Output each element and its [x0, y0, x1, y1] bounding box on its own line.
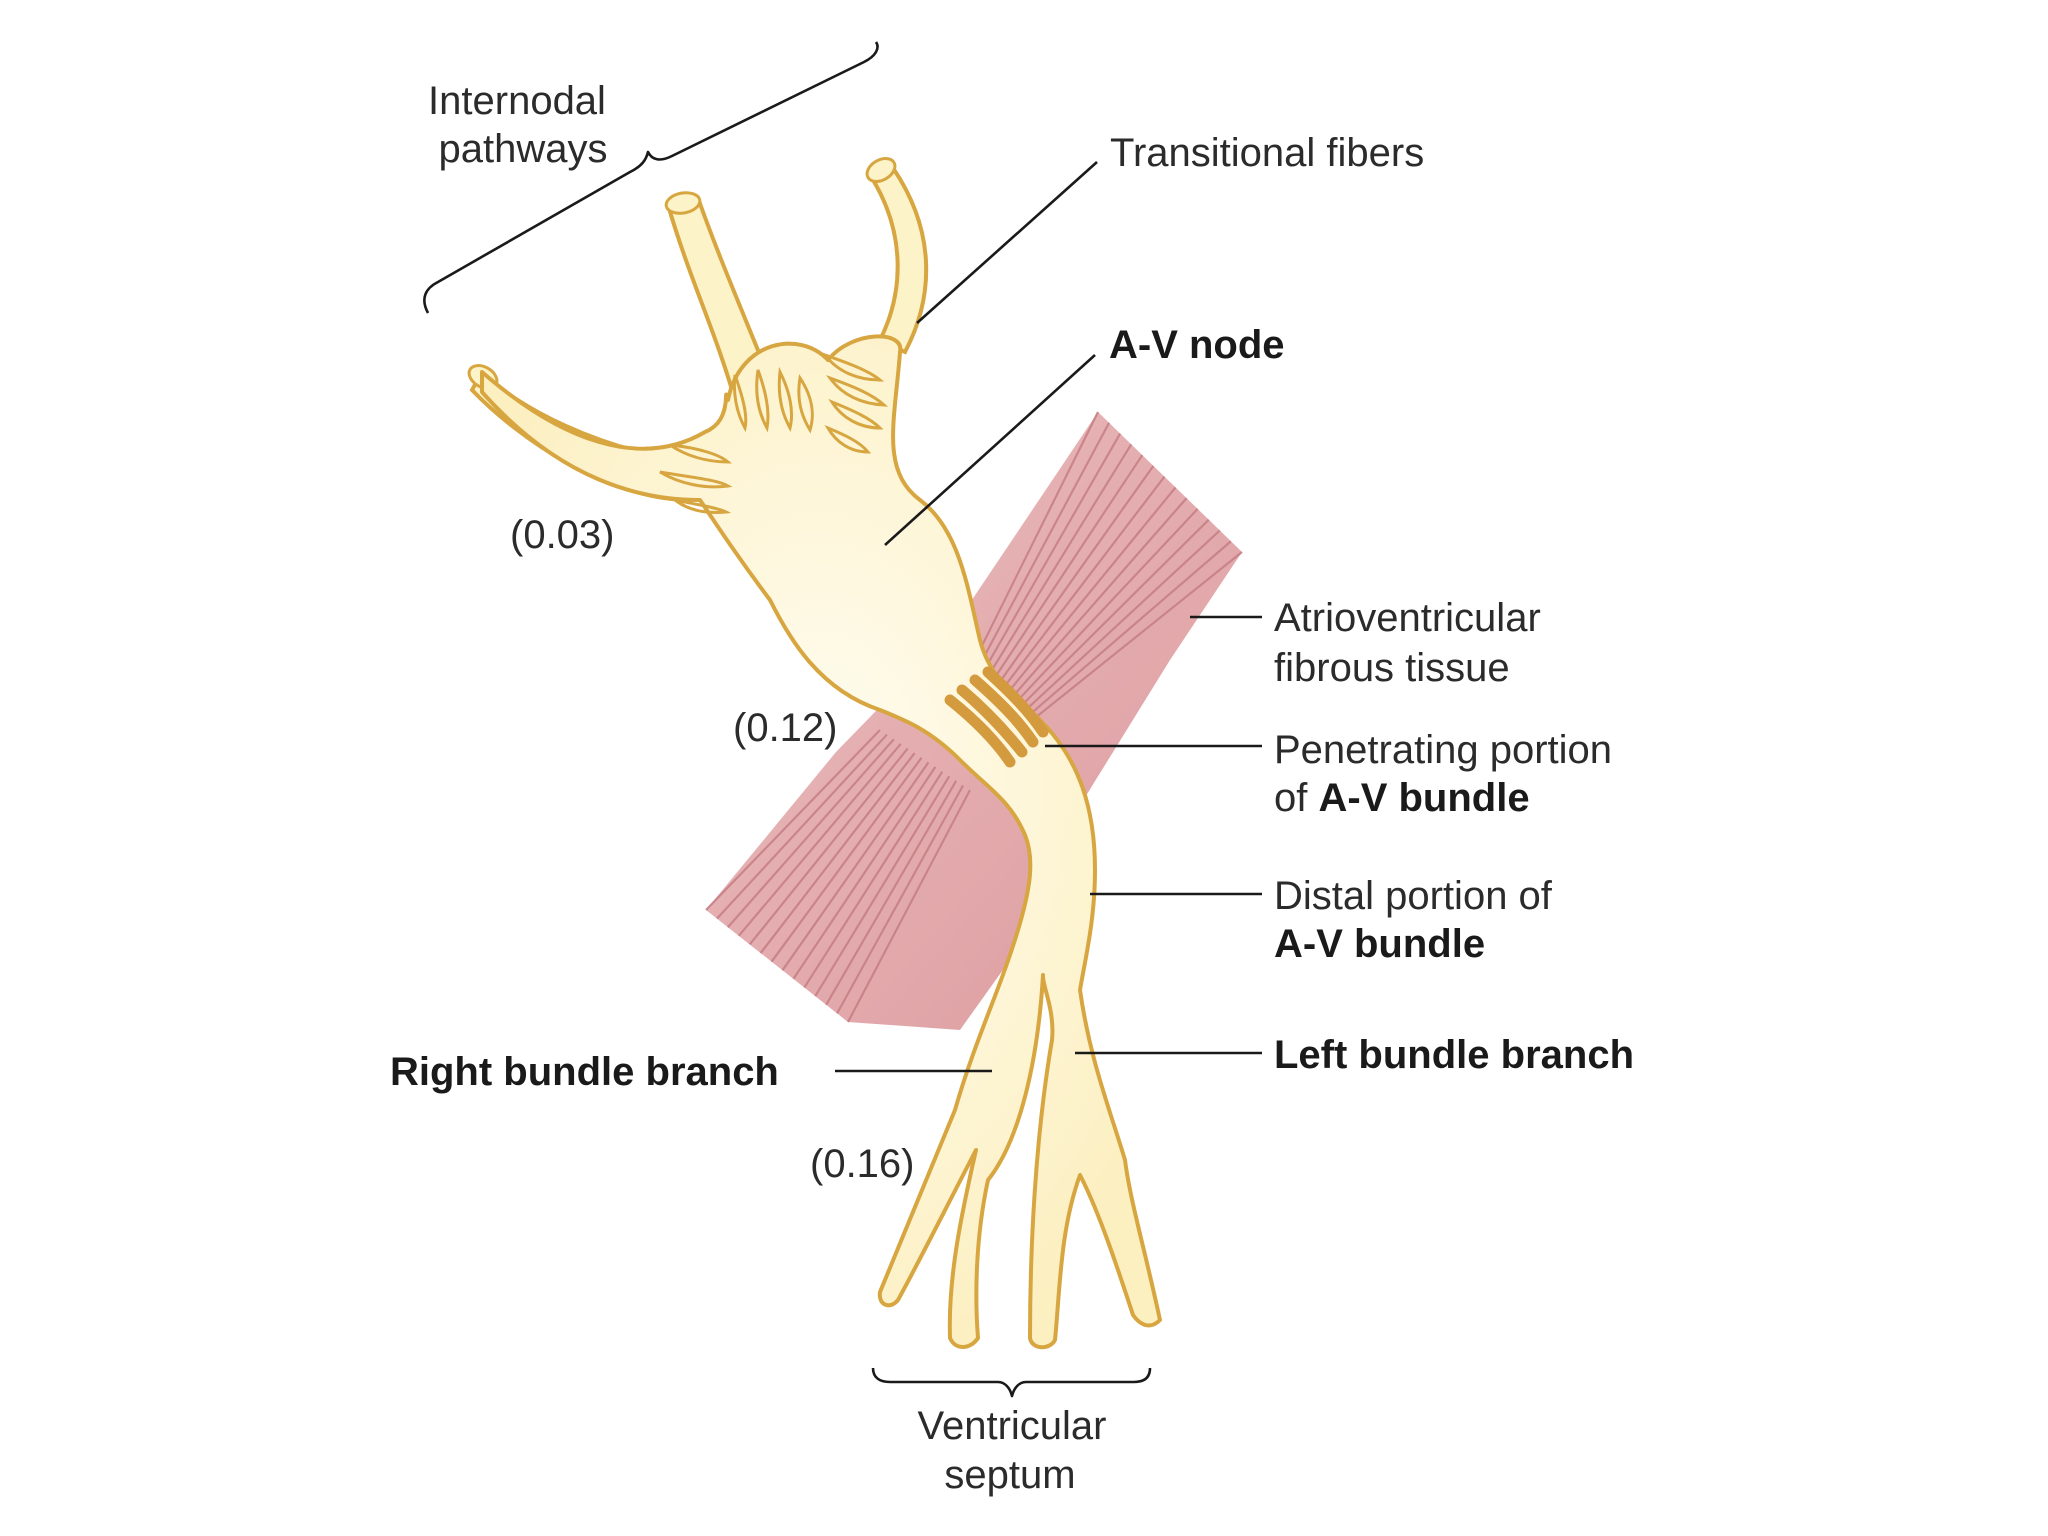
muscle-fiber-line [814, 775, 951, 997]
label-distal-portion-line1: Distal portion of [1274, 874, 1553, 918]
label-fibrous-tissue-line1: Atrioventricular [1274, 596, 1541, 640]
muscle-fiber-lines [705, 411, 1243, 1023]
muscle-fiber-line [847, 789, 971, 1023]
muscle-fiber-line [996, 497, 1188, 716]
muscle-fiber-line [991, 486, 1177, 713]
muscle-fiber-line [1010, 529, 1221, 725]
muscle-fiber-line [977, 454, 1144, 703]
muscle-fiber-line [781, 761, 930, 971]
label-internodal-pathways-line1: Internodal [428, 79, 606, 123]
muscle-fiber-line [1005, 518, 1210, 722]
muscle-fiber-line [968, 432, 1122, 697]
muscle-fiber-line [716, 733, 888, 920]
ventricular-septum-brace [871, 1367, 1152, 1398]
muscle-fiber-line [727, 738, 895, 928]
muscle-fiber-line [1000, 508, 1199, 719]
label-penetrating-portion-line2: of A-V bundle [1274, 776, 1530, 820]
muscle-fiber-line [792, 766, 937, 980]
penetrating-portion-stripes [944, 666, 1049, 768]
label-av-node: A-V node [1109, 323, 1285, 367]
label-fibrous-tissue-line2: fibrous tissue [1274, 646, 1510, 690]
label-right-bundle-branch: Right bundle branch [390, 1050, 779, 1094]
muscle-fiber-line [803, 770, 944, 989]
leader-lines [835, 161, 1262, 1073]
muscle-fiber-line [825, 780, 958, 1006]
label-internodal-pathways-line2: pathways [439, 127, 608, 171]
leader-transitional-fibers [916, 161, 1098, 324]
label-penetrating-portion-bold: A-V bundle [1318, 776, 1529, 820]
label-left-bundle-branch: Left bundle branch [1274, 1033, 1634, 1077]
label-distal-portion-line2: A-V bundle [1274, 922, 1485, 966]
muscle-fiber-line [1019, 551, 1243, 731]
muscle-fiber-line [982, 465, 1155, 707]
timing-bundle-branches: (0.16) [810, 1142, 915, 1186]
timing-av-node: (0.12) [733, 706, 838, 750]
muscle-fiber-line [759, 752, 916, 954]
internodal-pathway-right [866, 165, 929, 355]
label-ventricular-septum-line1: Ventricular [918, 1404, 1107, 1448]
muscle-fiber-line [748, 747, 909, 946]
transitional-fibers-loops [659, 351, 889, 514]
muscle-fiber-line [737, 743, 902, 937]
label-penetrating-portion-prefix: of [1274, 776, 1318, 820]
muscle-fiber-line [770, 757, 923, 963]
label-transitional-fibers: Transitional fibers [1110, 131, 1424, 175]
muscle-fiber-line [972, 443, 1133, 700]
internodal-pathways-brace [423, 41, 879, 314]
muscle-fiber-line [986, 475, 1166, 710]
conduction-system [467, 157, 1162, 1350]
label-penetrating-portion-line1: Penetrating portion [1274, 728, 1612, 772]
av-node-and-bundle [480, 334, 1162, 1350]
muscle-fiber-line [705, 729, 881, 911]
muscle-fiber-line [1014, 540, 1232, 728]
muscle-fiber-line [963, 422, 1111, 694]
muscle-fiber-line [836, 784, 965, 1014]
timing-internodal: (0.03) [510, 513, 615, 557]
label-ventricular-septum-line2: septum [944, 1453, 1075, 1497]
leader-av-node [884, 354, 1096, 546]
